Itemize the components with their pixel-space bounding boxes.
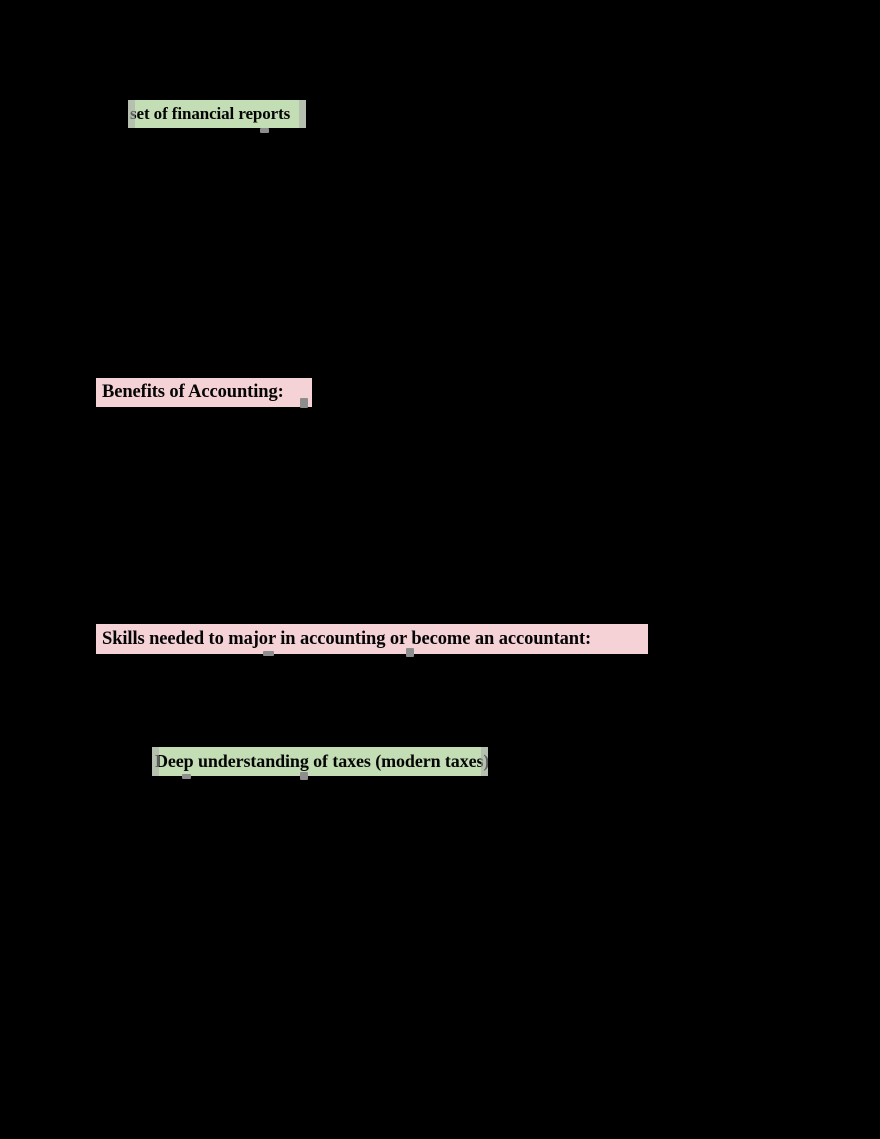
annotation-tick [406, 648, 414, 657]
highlight-text: Benefits of Accounting: [102, 382, 284, 402]
highlight-deep-understanding-taxes[interactable]: Deep understanding of taxes (modern taxe… [152, 747, 490, 776]
highlight-benefits-of-accounting[interactable]: Benefits of Accounting: [96, 378, 312, 407]
highlight-text: set of financial reports [130, 104, 291, 123]
highlight-text: Deep understanding of taxes (modern taxe… [155, 751, 490, 771]
annotation-tick [182, 774, 191, 779]
highlight-financial-reports[interactable]: set of financial reports [128, 100, 306, 128]
clipped-edge-left-icon [128, 100, 135, 128]
annotation-tick [263, 651, 274, 656]
annotation-tick [300, 772, 308, 780]
highlight-text: Skills needed to major in accounting or … [102, 628, 592, 649]
highlight-skills-needed[interactable]: Skills needed to major in accounting or … [96, 624, 648, 654]
clipped-edge-right-icon [299, 100, 306, 128]
clipped-edge-right-icon [481, 747, 488, 776]
annotation-tick [260, 128, 269, 133]
annotation-tick [300, 398, 308, 408]
clipped-edge-left-icon [152, 747, 159, 776]
